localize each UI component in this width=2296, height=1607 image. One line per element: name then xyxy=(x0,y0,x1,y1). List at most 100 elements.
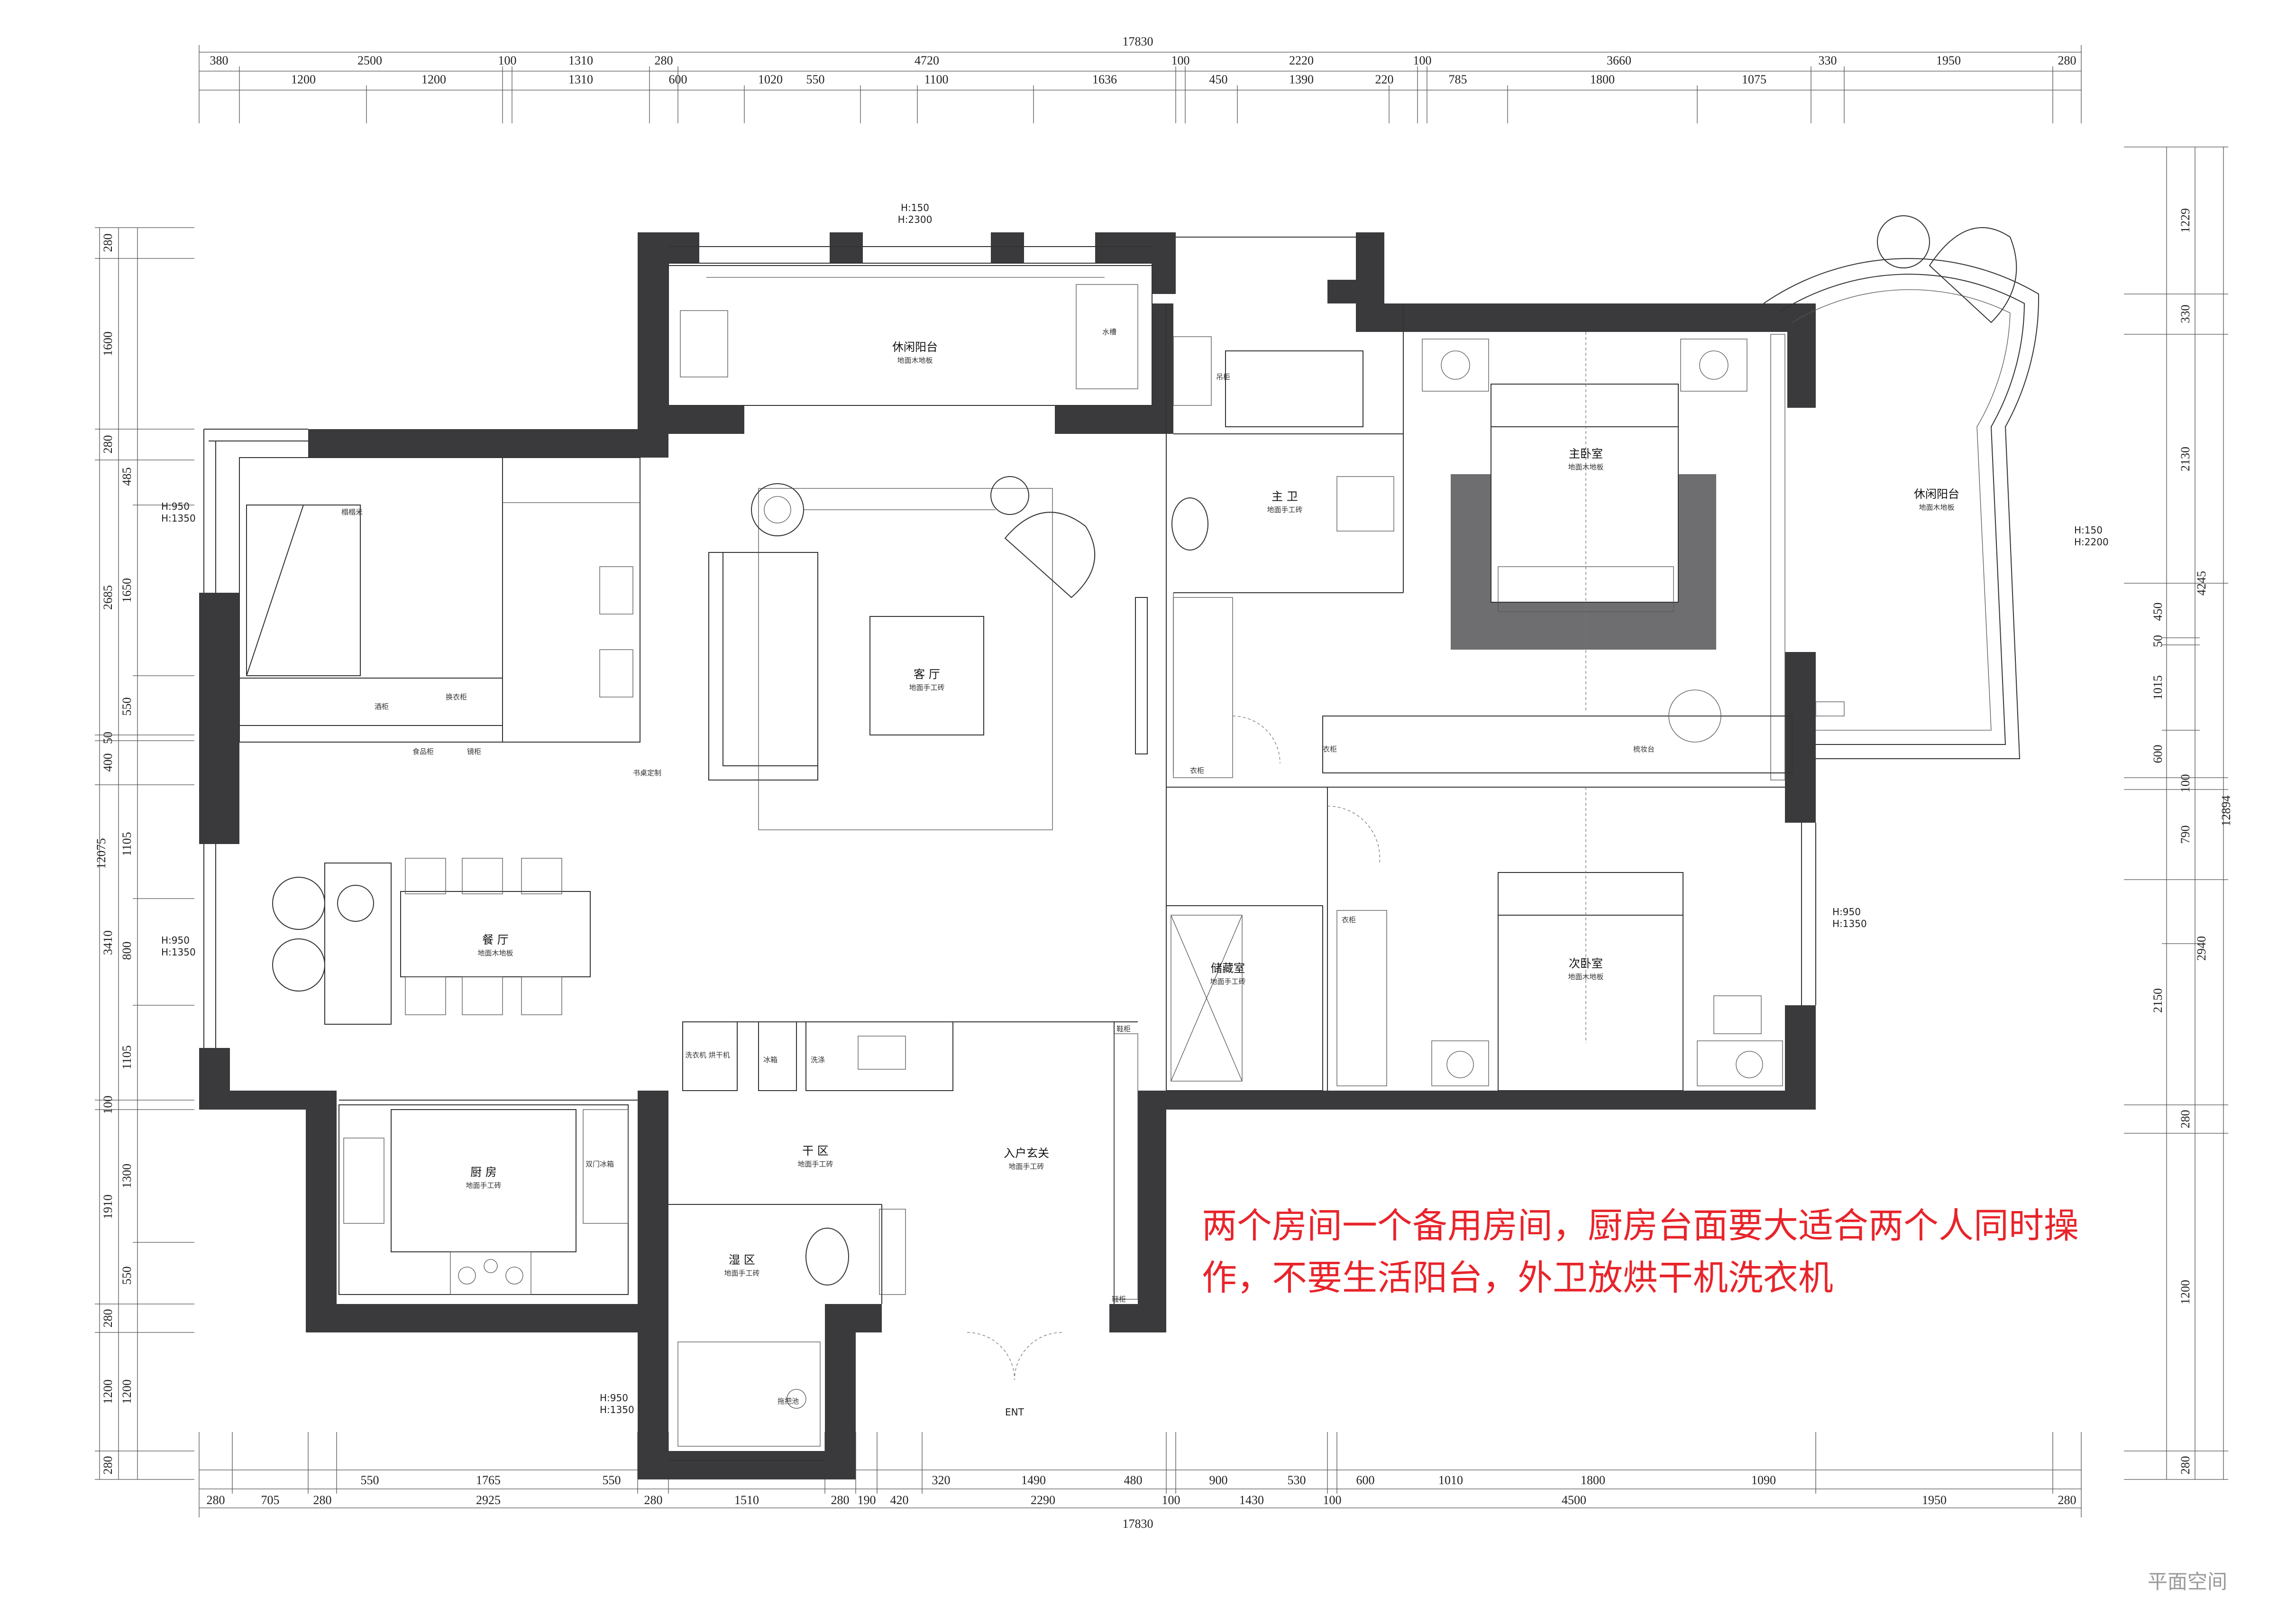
note-win-h1350-left2: H:1350 xyxy=(161,946,196,958)
dim: 900 xyxy=(1209,1473,1228,1487)
note-coat-cab: 换衣柜 xyxy=(446,693,467,701)
floor-living: 地面手工砖 xyxy=(909,683,944,692)
bottom-dimensions: 17830 280 705 280 2925 280 1510 280 190 … xyxy=(199,1432,2082,1531)
note-win-h950-bottom: H:950 xyxy=(600,1392,628,1404)
dim: 1020 xyxy=(758,73,783,86)
dim: 1600 xyxy=(101,331,115,356)
dim: 100 xyxy=(1323,1493,1342,1507)
dim: 1510 xyxy=(734,1493,759,1507)
label-kitchen: 厨 房 xyxy=(470,1166,497,1179)
label-leisure-balcony-right: 休闲阳台 xyxy=(1914,487,1959,501)
dim: 220 xyxy=(1375,73,1394,86)
dim: 1310 xyxy=(568,54,593,67)
dim: 280 xyxy=(655,54,673,67)
dim: 280 xyxy=(2178,1110,2192,1129)
floor-leisure-balcony-right: 地面木地板 xyxy=(1919,503,1954,512)
doors xyxy=(967,332,1586,1380)
dim: 550 xyxy=(806,73,825,86)
dim: 400 xyxy=(101,753,115,772)
dim: 190 xyxy=(858,1493,876,1507)
dim-bottom-total: 17830 xyxy=(1123,1517,1153,1531)
note-hall-cab: 鞋柜 xyxy=(1116,1025,1131,1033)
dim: 1310 xyxy=(568,73,593,86)
dim: 280 xyxy=(831,1493,850,1507)
dim: 1229 xyxy=(2178,208,2192,233)
dim: 100 xyxy=(101,1096,115,1114)
requirement-line-1: 两个房间一个备用房间，厨房台面要大适合两个人同时操 xyxy=(1202,1205,2079,1246)
label-wet-zone: 湿 区 xyxy=(729,1253,755,1267)
dim: 1800 xyxy=(1581,1473,1605,1487)
dim: 1100 xyxy=(924,73,948,86)
dim: 600 xyxy=(669,73,687,86)
furniture xyxy=(246,263,1793,1447)
dim: 1910 xyxy=(101,1194,115,1219)
dim: 100 xyxy=(498,54,517,67)
dim: 550 xyxy=(603,1473,621,1487)
requirement-line-2: 作，不要生活阳台，外卫放烘干机洗衣机 xyxy=(1202,1258,1833,1298)
dim: 100 xyxy=(1413,54,1432,67)
dim: 600 xyxy=(1356,1473,1375,1487)
note-dryer: 洗衣机 烘干机 xyxy=(685,1051,730,1059)
dim: 1390 xyxy=(1289,73,1314,86)
dim: 785 xyxy=(1449,73,1467,86)
label-living: 客 厅 xyxy=(914,668,940,681)
floor-master-bed: 地面木地板 xyxy=(1568,463,1603,471)
note-mirror: 镜柜 xyxy=(467,747,481,756)
room-labels: 休闲阳台 地面木地板 休闲阳台 地面木地板 客 厅 地面手工砖 餐 厅 地面木地… xyxy=(466,340,1959,1277)
dim: 280 xyxy=(101,234,115,252)
label-entrance: 入户玄关 xyxy=(1004,1147,1049,1160)
note-double-fridge: 双门冰箱 xyxy=(585,1160,614,1168)
dim: 2220 xyxy=(1289,54,1314,67)
dim: 1490 xyxy=(1021,1473,1046,1487)
curved-balcony xyxy=(1763,215,2040,759)
dim: 705 xyxy=(261,1493,280,1507)
label-second-bed: 次卧室 xyxy=(1569,957,1603,970)
note-fridge: 冰箱 xyxy=(763,1056,778,1064)
dim: 1010 xyxy=(1438,1473,1463,1487)
dim: 3660 xyxy=(1607,54,1631,67)
dim: 1636 xyxy=(1092,73,1117,86)
dim: 2130 xyxy=(2178,447,2192,471)
note-wardrobe-3: 衣柜 xyxy=(1190,766,1204,775)
note-shoe-cab: 鞋柜 xyxy=(1112,1295,1126,1304)
dim: 530 xyxy=(1288,1473,1306,1487)
dim: 2500 xyxy=(357,54,382,67)
dim: 320 xyxy=(932,1473,951,1487)
floor-wet-zone: 地面手工砖 xyxy=(724,1269,759,1277)
note-dresser: 梳妆台 xyxy=(1633,745,1655,753)
dim: 1200 xyxy=(101,1379,115,1404)
note-wine-cab: 酒柜 xyxy=(375,702,389,711)
label-dry-zone: 干 区 xyxy=(802,1144,829,1157)
dim: 420 xyxy=(890,1493,909,1507)
dim: 280 xyxy=(644,1493,663,1507)
floor-storage: 地面手工砖 xyxy=(1210,977,1245,986)
label-master-bath: 主 卫 xyxy=(1271,490,1298,503)
dim: 280 xyxy=(207,1493,225,1507)
note-win-h950-left1: H:950 xyxy=(161,501,190,512)
dim-right-total: 12894 xyxy=(2219,796,2233,826)
note-win-h950-left2: H:950 xyxy=(161,935,190,946)
walls xyxy=(199,232,1816,1479)
note-win-h2200-right: H:2200 xyxy=(2074,536,2109,548)
dim: 480 xyxy=(1124,1473,1143,1487)
dim: 550 xyxy=(120,1267,134,1285)
dim: 550 xyxy=(120,698,134,716)
note-upper-cab: 吊柜 xyxy=(1216,373,1230,381)
note-win-h1350-bottom: H:1350 xyxy=(600,1404,634,1415)
dim: 1300 xyxy=(120,1164,134,1188)
dim: 1105 xyxy=(120,832,134,856)
dim: 280 xyxy=(101,1309,115,1328)
dim: 450 xyxy=(2151,603,2165,621)
floor-leisure-balcony-top: 地面木地板 xyxy=(897,356,933,365)
dim: 2290 xyxy=(1031,1493,1055,1507)
note-entry: ENT xyxy=(1005,1406,1025,1418)
note-win-h150-top: H:150 xyxy=(901,202,929,213)
note-win-h1350-right: H:1350 xyxy=(1832,918,1867,929)
dim: 280 xyxy=(2058,1493,2076,1507)
dim: 280 xyxy=(101,435,115,454)
dim: 600 xyxy=(2151,745,2165,763)
partitions xyxy=(239,303,1785,1304)
dim: 380 xyxy=(210,54,229,67)
floor-kitchen: 地面手工砖 xyxy=(466,1181,501,1190)
label-dining: 餐 厅 xyxy=(482,933,509,946)
